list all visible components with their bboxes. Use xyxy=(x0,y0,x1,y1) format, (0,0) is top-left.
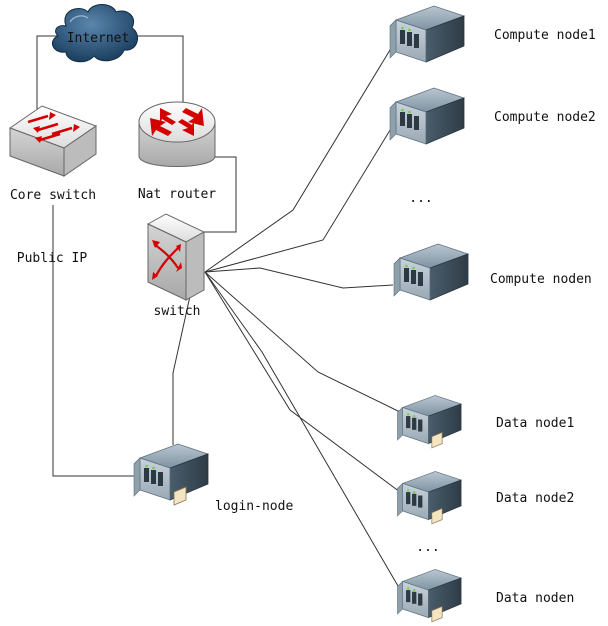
line-switch-computen xyxy=(204,267,394,289)
data-node-n-label: Data noden xyxy=(496,591,574,606)
compute-ellipsis: ... xyxy=(409,191,432,206)
line-core-login xyxy=(52,205,137,477)
core-switch-label: Core switch xyxy=(10,188,96,203)
core-switch-icon xyxy=(8,105,98,177)
data-node-1-label: Data node1 xyxy=(496,416,574,431)
line-nat-switch xyxy=(196,156,237,233)
internet-cloud-icon xyxy=(51,4,139,63)
line-switch-compute1 xyxy=(204,44,394,273)
line-internet-nat xyxy=(128,35,184,112)
data-node-1-server-icon xyxy=(397,395,461,447)
line-switch-data2 xyxy=(204,271,401,493)
connection-lines xyxy=(36,35,401,587)
public-ip-label: Public IP xyxy=(17,251,88,266)
login-node-server-icon xyxy=(134,444,208,505)
data-node-2-label: Data node2 xyxy=(496,491,574,506)
switch-icon xyxy=(146,213,206,301)
internet-label: Internet xyxy=(67,31,130,46)
login-node-label: login-node xyxy=(215,499,293,514)
line-switch-login xyxy=(172,295,191,445)
compute-node-n-label: Compute noden xyxy=(490,272,592,287)
compute-node-1-label: Compute node1 xyxy=(494,28,596,43)
compute-node-n-server-icon xyxy=(393,243,469,301)
switch-label: switch xyxy=(154,304,201,319)
data-node-n-server-icon xyxy=(397,569,461,621)
compute-node-2-label: Compute node2 xyxy=(494,110,596,125)
compute-node-1-server-icon xyxy=(389,5,465,63)
line-switch-compute2 xyxy=(204,121,396,273)
nat-router-icon xyxy=(138,101,216,167)
data-ellipsis: ... xyxy=(416,540,439,555)
line-switch-data1 xyxy=(204,271,401,413)
line-switch-datan xyxy=(204,271,399,587)
data-node-2-server-icon xyxy=(397,471,461,523)
compute-node-2-server-icon xyxy=(389,87,465,145)
nat-router-label: Nat router xyxy=(138,187,216,202)
